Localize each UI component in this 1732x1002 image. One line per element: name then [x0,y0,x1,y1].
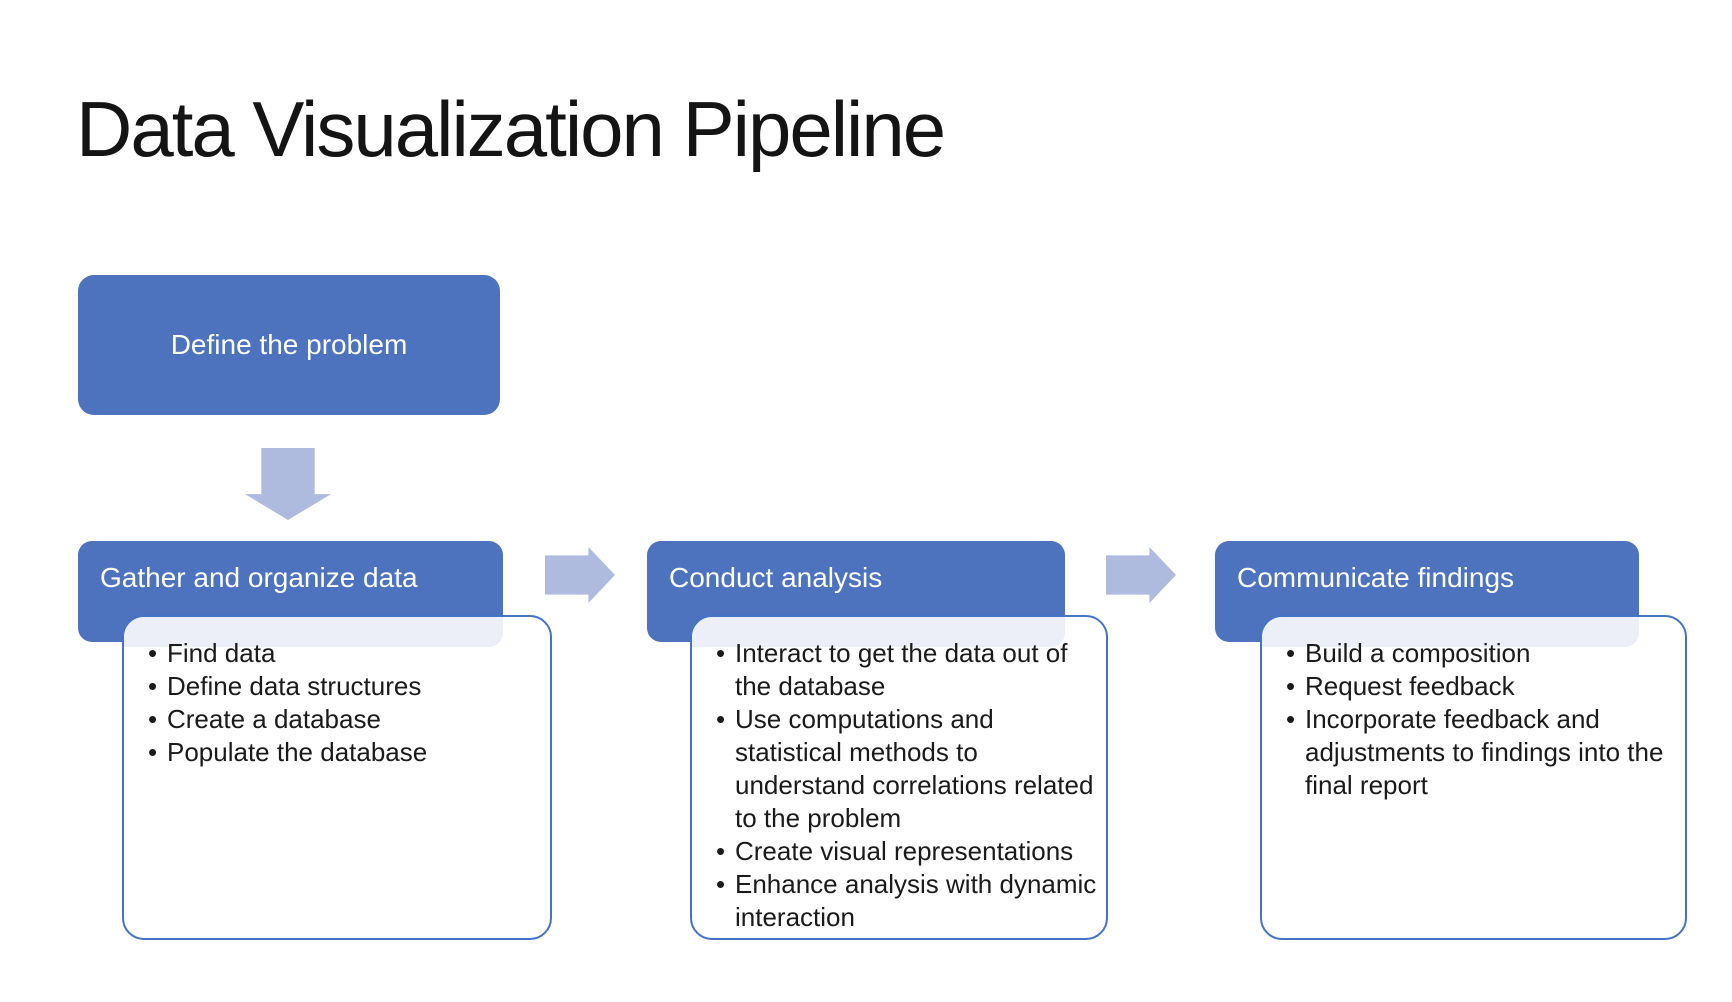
right-arrow-icon-1 [545,547,615,603]
stage-header-label: Gather and organize data [100,562,418,593]
bullet-list: Find dataDefine data structuresCreate a … [144,637,542,769]
right-arrow-icon-2 [1106,547,1176,603]
bullet-item: Build a composition [1282,637,1677,670]
stage-card-gather-and-organize-data: Find dataDefine data structuresCreate a … [122,615,552,940]
stage-card-communicate-findings: Build a compositionRequest feedbackIncor… [1260,615,1687,940]
start-box-label: Define the problem [170,329,408,360]
bullet-item: Request feedback [1282,670,1677,703]
bullet-item: Enhance analysis with dynamic interactio… [712,868,1098,934]
bullet-item: Incorporate feedback and adjustments to … [1282,703,1677,802]
bullet-item: Create visual representations [712,835,1098,868]
bullet-item: Find data [144,637,542,670]
down-arrow-icon [245,448,331,520]
bullet-item: Interact to get the data out of the data… [712,637,1098,703]
stage-card-conduct-analysis: Interact to get the data out of the data… [690,615,1108,940]
bullet-item: Define data structures [144,670,542,703]
bullet-list: Interact to get the data out of the data… [712,637,1098,934]
start-box-define-the-problem: Define the problem [78,275,500,415]
stage-header-label: Communicate findings [1237,562,1515,593]
bullet-list: Build a compositionRequest feedbackIncor… [1282,637,1677,802]
bullet-item: Create a database [144,703,542,736]
bullet-item: Populate the database [144,736,542,769]
page-title: Data Visualization Pipeline [76,85,946,173]
stage-header-label: Conduct analysis [669,562,883,593]
bullet-item: Use computations and statistical methods… [712,703,1098,835]
